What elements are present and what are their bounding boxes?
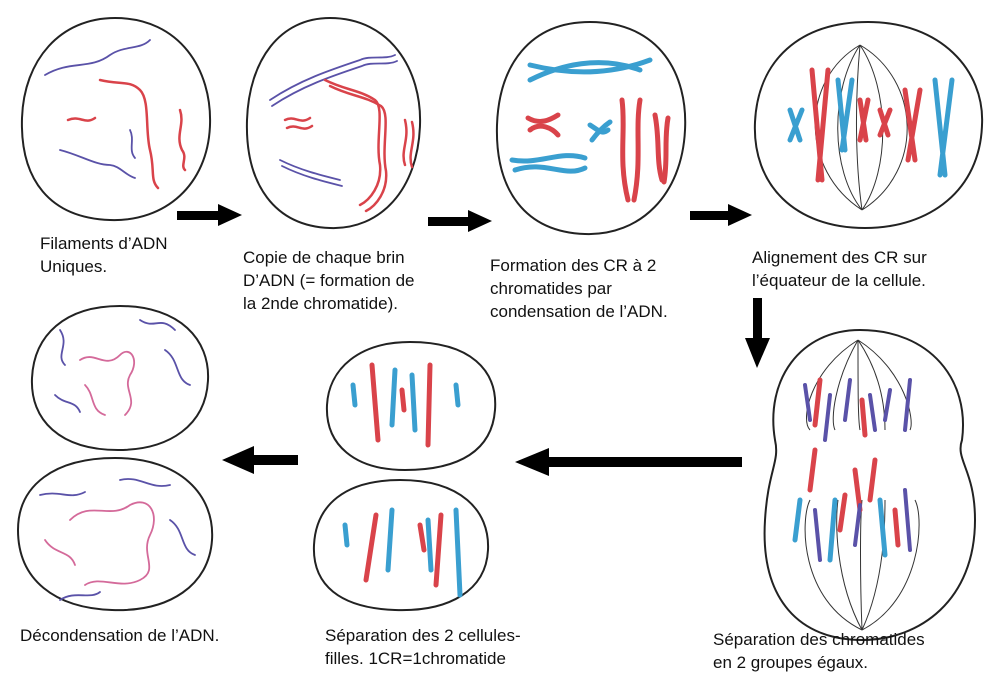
cell-step-4	[753, 20, 984, 230]
cell-step-1	[20, 16, 212, 222]
arrow-left-5-6	[515, 448, 742, 476]
cell-step-3	[495, 20, 687, 236]
arrow-down-4-5	[745, 298, 770, 368]
cell-step-6	[312, 340, 497, 612]
step-7-label: Décondensation de l’ADN.	[20, 626, 219, 645]
arrow-left-6-7	[222, 446, 298, 474]
cell-step-7	[16, 304, 214, 612]
arrow-right-1-2	[177, 204, 242, 226]
cell-step-2	[245, 16, 422, 230]
step-6-label: Séparation des 2 cellules-filles. 1CR=1c…	[325, 626, 521, 668]
arrow-right-3-4	[690, 204, 752, 226]
arrow-right-2-3	[428, 210, 492, 232]
cell-step-5	[763, 328, 977, 642]
